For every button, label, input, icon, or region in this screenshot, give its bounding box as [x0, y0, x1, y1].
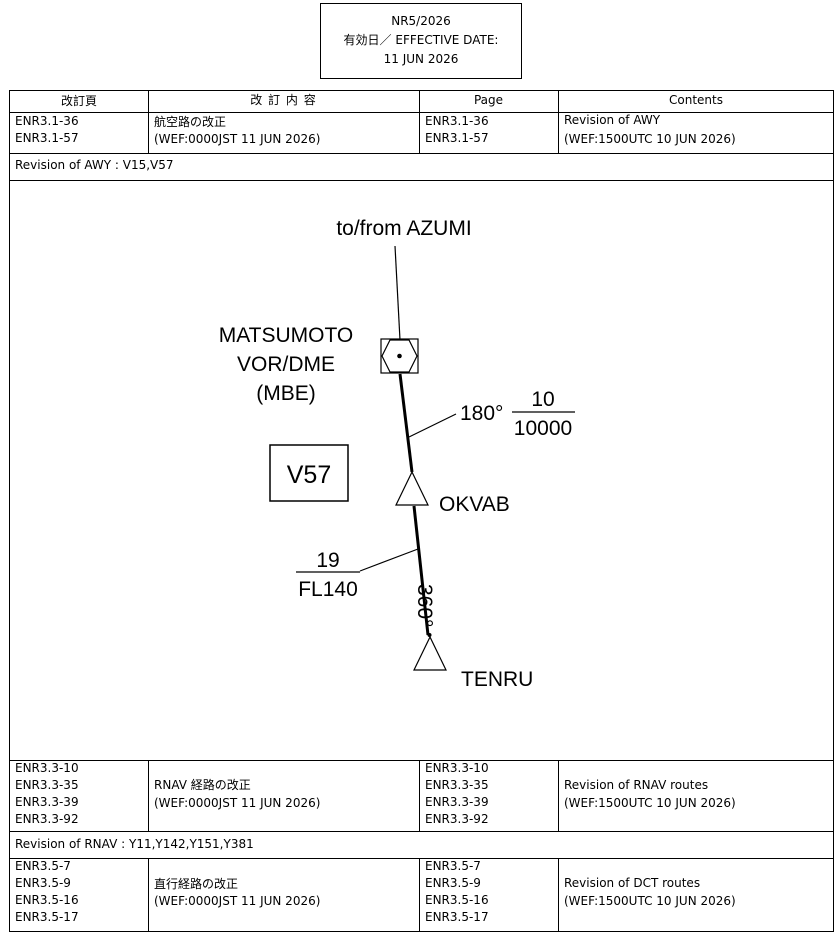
page-ref: ENR3.5-9	[425, 876, 481, 890]
page-ref: ENR3.5-9	[15, 876, 71, 890]
page-ref: ENR3.3-92	[425, 812, 489, 826]
to-from-label: to/from AZUMI	[336, 217, 471, 240]
page-ref: ENR3.3-10	[425, 761, 489, 775]
route-end-dot	[427, 633, 432, 637]
lower-leader-line	[359, 548, 419, 572]
route-designator: V57	[287, 461, 331, 489]
contents-en-line: (WEF:1500UTC 10 JUN 2026)	[564, 796, 736, 810]
page-ref: ENR3.1-36	[425, 114, 489, 128]
column-divider	[558, 858, 559, 932]
column-divider	[419, 858, 420, 932]
waypoint-tenru-icon	[413, 635, 447, 671]
page-ref: ENR3.5-16	[15, 893, 79, 907]
page-ref: ENR3.3-35	[15, 778, 79, 792]
vor-dme-icon	[380, 338, 419, 374]
section-summary: Revision of RNAV : Y11,Y142,Y151,Y381	[15, 837, 254, 851]
page-ref: ENR3.5-7	[15, 859, 71, 873]
column-divider	[419, 760, 420, 831]
upper-course-label: 180°	[460, 402, 503, 425]
lower-distance-label: 19	[316, 549, 339, 572]
contents-en-line: Revision of AWY	[564, 113, 661, 127]
contents-en-line: Revision of RNAV routes	[564, 778, 709, 792]
header-contents-jp: 改 訂 内 容	[250, 93, 317, 107]
vor-id-label: (MBE)	[256, 382, 316, 405]
row-divider	[10, 831, 833, 832]
contents-en-line: Revision of DCT routes	[564, 876, 701, 890]
route-segment-okvab-tenru	[412, 505, 430, 636]
page-ref: ENR3.3-10	[15, 761, 79, 775]
contents-jp-line: (WEF:0000JST 11 JUN 2026)	[154, 132, 321, 146]
page-ref: ENR3.3-92	[15, 812, 79, 826]
contents-en-line: (WEF:1500UTC 10 JUN 2026)	[564, 894, 736, 908]
column-divider	[419, 91, 420, 153]
waypoint-okvab-icon	[395, 470, 429, 506]
column-divider	[148, 858, 149, 932]
contents-jp-line: 航空路の改正	[154, 115, 227, 129]
upper-distance-label: 10	[531, 388, 554, 411]
page-ref: ENR3.3-39	[425, 795, 489, 809]
row-divider	[10, 180, 833, 181]
column-divider	[558, 760, 559, 831]
contents-jp-line: RNAV 経路の改正	[154, 778, 251, 792]
page-ref: ENR3.1-36	[15, 114, 79, 128]
page-ref: ENR3.5-16	[425, 893, 489, 907]
page-ref: ENR3.5-17	[15, 910, 79, 924]
contents-en-line: (WEF:1500UTC 10 JUN 2026)	[564, 132, 736, 146]
vor-type-label: VOR/DME	[237, 353, 335, 376]
header-page-en: Page	[473, 93, 504, 107]
column-divider	[148, 760, 149, 831]
header-page-jp: 改訂頁	[60, 94, 97, 108]
page-ref: ENR3.3-39	[15, 795, 79, 809]
upper-leader-line	[408, 413, 457, 438]
header-contents-en: Contents	[669, 93, 723, 107]
route-line-to-azumi	[394, 245, 401, 341]
vor-name-label: MATSUMOTO	[219, 324, 354, 347]
waypoint-tenru-label: TENRU	[461, 668, 533, 691]
page-ref: ENR3.5-17	[425, 910, 489, 924]
contents-jp-line: (WEF:0000JST 11 JUN 2026)	[154, 894, 321, 908]
route-designator-box	[269, 444, 349, 502]
notice-number: NR5/2026	[391, 14, 451, 28]
waypoint-okvab-label: OKVAB	[439, 493, 510, 516]
lower-course-label: 360°	[413, 584, 436, 627]
column-divider	[148, 91, 149, 153]
page-ref: ENR3.5-7	[425, 859, 481, 873]
upper-altitude-label: 10000	[514, 417, 572, 440]
page-ref: ENR3.3-35	[425, 778, 489, 792]
page-ref: ENR3.1-57	[15, 131, 79, 145]
contents-jp-line: 直行経路の改正	[154, 877, 239, 891]
effective-date: 11 JUN 2026	[383, 52, 459, 66]
effective-date-label: 有効日／ EFFECTIVE DATE:	[343, 33, 499, 47]
row-divider	[10, 153, 833, 154]
row-divider	[10, 858, 833, 859]
contents-jp-line: (WEF:0000JST 11 JUN 2026)	[154, 796, 321, 810]
page-ref: ENR3.1-57	[425, 131, 489, 145]
route-segment-mbe-okvab	[398, 373, 414, 473]
lower-altitude-label: FL140	[298, 578, 358, 601]
revision-table: 改訂頁 改 訂 内 容 Page Contents ENR3.1-36 ENR3…	[9, 90, 834, 932]
section-summary: Revision of AWY : V15,V57	[15, 158, 174, 172]
header-divider	[10, 112, 833, 113]
row-divider	[10, 760, 833, 761]
column-divider	[558, 91, 559, 153]
notice-header-box: NR5/2026 有効日／ EFFECTIVE DATE: 11 JUN 202…	[320, 3, 522, 79]
